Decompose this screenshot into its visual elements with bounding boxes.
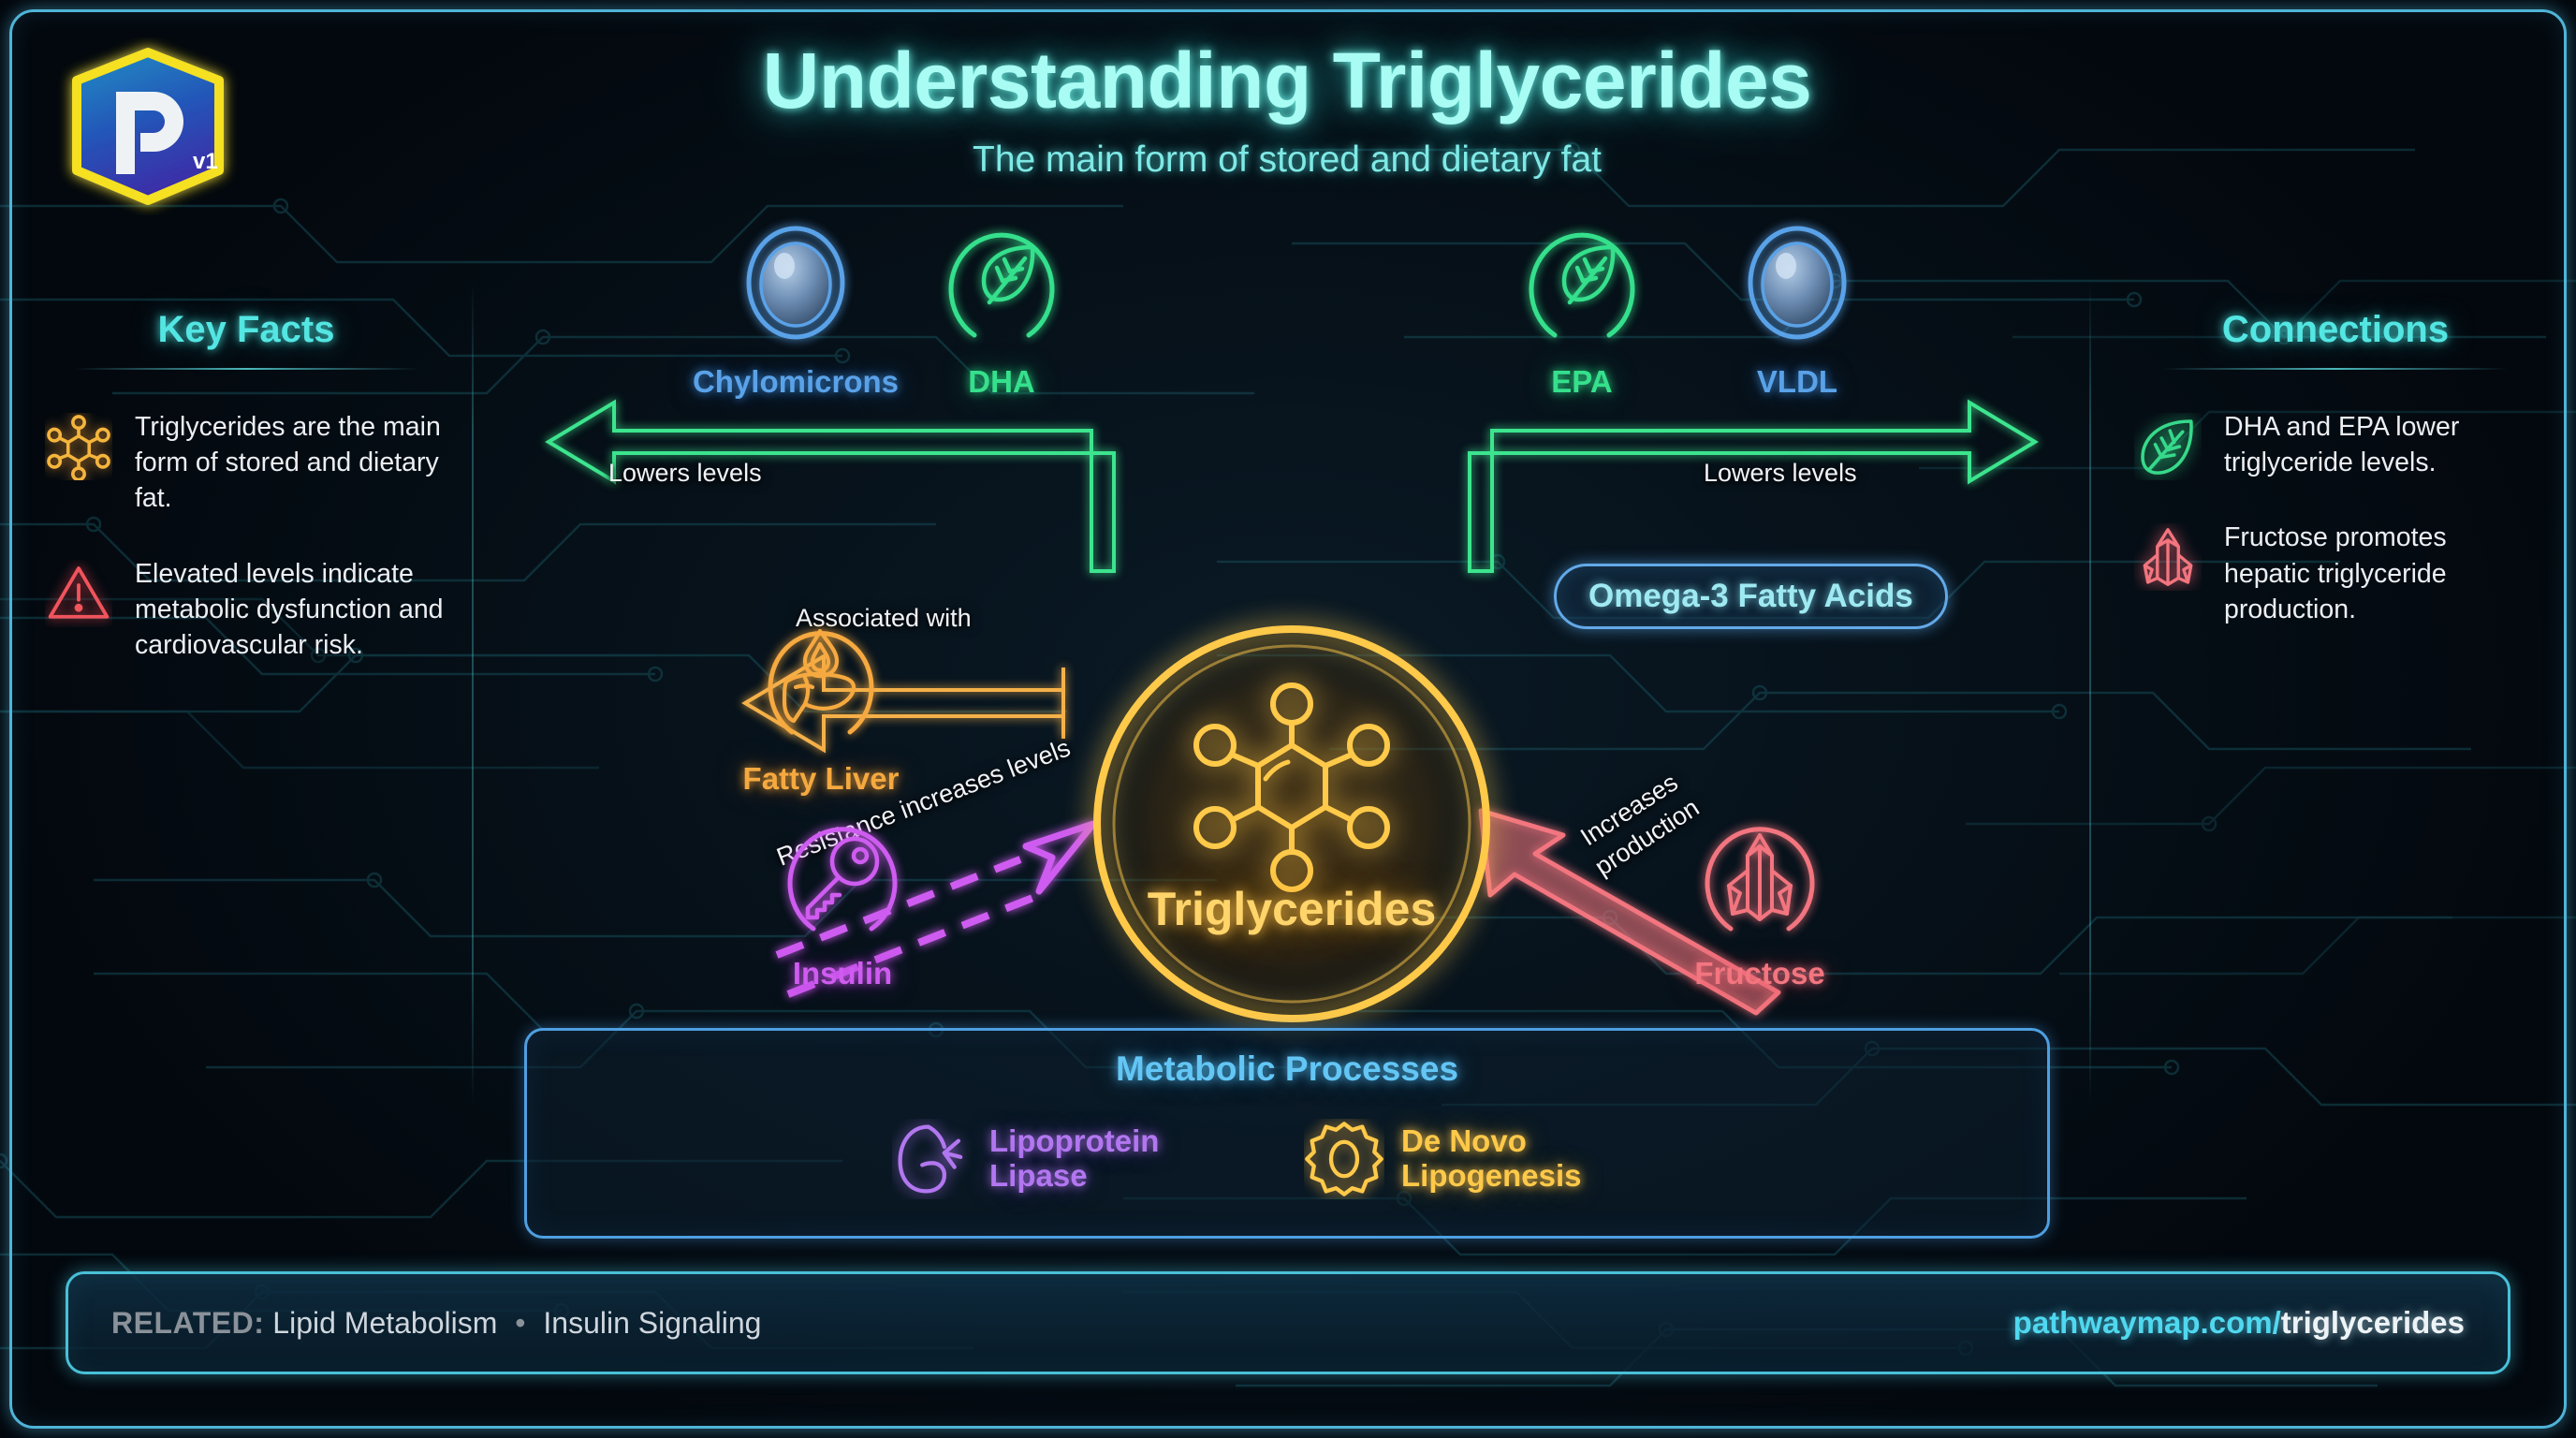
key-icon — [787, 827, 898, 932]
leaf-icon — [2141, 419, 2193, 475]
triglycerides-circle — [1093, 625, 1490, 1022]
related-item-1[interactable]: Insulin Signaling — [543, 1305, 762, 1340]
pathway-diagram: Lowers levels Lowers levels Associated w… — [487, 226, 2097, 1255]
process-lipoprotein-lipase[interactable]: Lipoprotein Lipase — [892, 1119, 1159, 1199]
edge-label-lowers-levels-dha: Lowers levels — [608, 459, 762, 487]
edge-label-associated-with: Associated with — [796, 604, 972, 632]
connections-panel: Connections DHA and EPA lower triglyceri… — [2134, 309, 2537, 627]
url-domain: pathwaymap.com/ — [2012, 1305, 2281, 1340]
metabolic-processes-panel: Metabolic Processes Lipoprotein Lipase — [524, 1028, 2050, 1239]
liver-flame-icon — [768, 628, 874, 735]
connection-item: Fructose promotes hepatic triglyceride p… — [2134, 520, 2537, 627]
node-fatty-liver[interactable]: Fatty Liver — [695, 610, 947, 797]
node-vldl[interactable]: VLDL — [1694, 213, 1900, 400]
logo-version: v1 — [193, 149, 218, 174]
chylomicrons-label: Chylomicrons — [692, 364, 900, 399]
enzyme-icon — [898, 1124, 963, 1194]
page-subtitle: The main form of stored and dietary fat — [973, 139, 1602, 180]
molecule-icon — [47, 415, 110, 480]
fructose-label: Fructose — [1694, 956, 1825, 990]
fatty-liver-label: Fatty Liver — [742, 761, 900, 796]
insulin-label: Insulin — [792, 956, 893, 990]
key-facts-title: Key Facts — [157, 309, 335, 350]
connections-title: Connections — [2221, 309, 2450, 350]
connections-rule — [2162, 368, 2509, 370]
node-insulin[interactable]: Insulin — [730, 805, 955, 991]
dha-label: DHA — [968, 364, 1035, 399]
de-novo-lipogenesis-label: De Novo Lipogenesis — [1401, 1123, 1582, 1193]
header: Understanding Triglycerides The main for… — [393, 36, 2181, 181]
page-title: Understanding Triglycerides — [762, 37, 1812, 125]
footer-bar: RELATED: Lipid Metabolism • Insulin Sign… — [66, 1271, 2510, 1374]
vldl-label: VLDL — [1756, 364, 1838, 399]
node-dha[interactable]: DHA — [899, 213, 1105, 400]
key-facts-panel: Key Facts Triglycerides are the main for… — [45, 309, 447, 663]
brand-logo: v1 — [72, 48, 224, 205]
triglycerides-label: Triglycerides — [1147, 883, 1437, 935]
edge-label-lowers-levels-epa: Lowers levels — [1704, 459, 1857, 487]
lipid-droplet-icon — [1748, 226, 1847, 340]
related-separator: • — [515, 1305, 526, 1340]
key-facts-rule — [73, 368, 419, 370]
edge-triglycerides-epa — [1468, 399, 2039, 573]
process-de-novo-lipogenesis[interactable]: De Novo Lipogenesis — [1304, 1119, 1582, 1199]
connection-item: DHA and EPA lower triglyceride levels. — [2134, 409, 2537, 480]
key-fact-item: Triglycerides are the main form of store… — [45, 409, 447, 517]
connection-text: DHA and EPA lower triglyceride levels. — [2224, 412, 2460, 478]
edge-insulin-triglycerides — [775, 820, 1097, 998]
omega-3-badge[interactable]: Omega-3 Fatty Acids — [1554, 564, 1948, 629]
url-slug: triglycerides — [2280, 1305, 2465, 1340]
node-chylomicrons[interactable]: Chylomicrons — [674, 213, 917, 400]
key-fact-text: Triglycerides are the main form of store… — [135, 412, 441, 514]
metabolic-processes-title: Metabolic Processes — [1115, 1049, 1459, 1088]
related-key: RELATED: — [111, 1305, 265, 1340]
epa-label: EPA — [1551, 364, 1613, 399]
leaf-icon — [1529, 232, 1635, 338]
related-item-0[interactable]: Lipid Metabolism — [272, 1305, 498, 1340]
lipoprotein-lipase-label: Lipoprotein Lipase — [989, 1123, 1160, 1193]
key-fact-item: Elevated levels indicate metabolic dysfu… — [45, 556, 447, 664]
crystal-icon — [1705, 827, 1815, 932]
warning-triangle-icon — [48, 565, 110, 619]
edge-triglycerides-dha — [545, 399, 1116, 573]
crystal-icon — [2143, 528, 2193, 587]
divider-left — [472, 281, 474, 1105]
lipid-droplet-icon — [746, 226, 845, 340]
connection-text: Fructose promotes hepatic triglyceride p… — [2224, 522, 2447, 624]
related-links: RELATED: Lipid Metabolism • Insulin Sign… — [111, 1306, 761, 1341]
gear-icon — [1305, 1122, 1383, 1196]
node-fructose[interactable]: Fructose — [1643, 805, 1877, 991]
key-fact-text: Elevated levels indicate metabolic dysfu… — [135, 558, 444, 660]
divider-right — [2089, 281, 2091, 1105]
source-url[interactable]: pathwaymap.com/triglycerides — [2013, 1305, 2465, 1341]
node-epa[interactable]: EPA — [1479, 213, 1685, 400]
molecule-icon — [1193, 682, 1390, 892]
node-triglycerides[interactable]: Triglycerides — [1030, 562, 1554, 1086]
leaf-icon — [948, 232, 1055, 338]
